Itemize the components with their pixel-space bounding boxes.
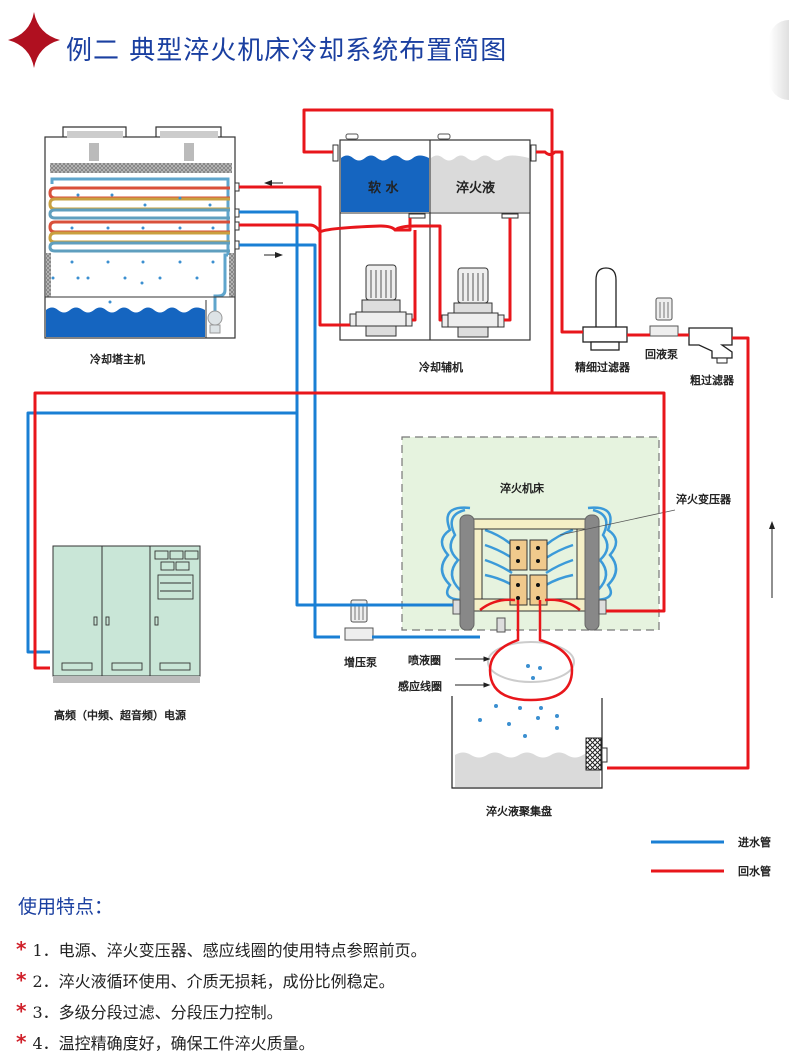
power-supply-cabinet [52, 545, 201, 683]
label-coarse-filter: 粗过滤器 [690, 373, 735, 387]
label-quench-machine: 淬火机床 [500, 481, 545, 495]
label-power-supply: 高频（中频、超音频）电源 [54, 708, 186, 722]
cooling-tower [44, 126, 240, 339]
fan-blade-icon [67, 131, 123, 138]
label-cooling-tower: 冷却塔主机 [90, 352, 145, 366]
label-booster-pump: 增压泵 [344, 655, 377, 669]
feature-item: *2．淬火液循环使用、介质无损耗，成份比例稳定。 [16, 968, 395, 992]
pump-icon [349, 264, 413, 337]
feature-item: *4．温控精确度好，确保工件淬火质量。 [16, 1030, 315, 1054]
page-edge-shadow [769, 20, 789, 100]
label-soft-water: 软 水 [368, 180, 400, 196]
legend-supply-label: 进水管 [738, 835, 771, 849]
label-induction-coil: 感应线圈 [398, 679, 442, 693]
legend: 进水管 回水管 [651, 835, 771, 878]
return-pipes [33, 108, 750, 770]
spray-ring [487, 641, 575, 683]
bullet-star-icon: * [16, 937, 27, 961]
label-spray-ring: 喷液圈 [408, 653, 441, 667]
left-core [459, 514, 475, 631]
fine-filter [582, 267, 628, 351]
header: 例二 典型淬火机床冷却系统布置简图 [0, 0, 789, 100]
legend-return-label: 回水管 [738, 864, 771, 878]
label-return-pump: 回液泵 [645, 347, 678, 361]
feature-item: *1．电源、淬火变压器、感应线圈的使用特点参照前页。 [16, 937, 427, 961]
features-title: 使用特点： [18, 896, 114, 918]
label-collection-tray: 淬火液聚集盘 [486, 804, 552, 818]
induction-coil [488, 600, 574, 702]
coarse-filter [688, 327, 733, 364]
label-aux-cooler: 冷却辅机 [419, 360, 463, 374]
bullet-star-icon: * [16, 999, 27, 1023]
quench-liquid-tank [431, 155, 529, 212]
quench-transformer [440, 506, 676, 633]
label-quench-transformer: 淬火变压器 [676, 492, 732, 506]
label-quench-liquid: 淬火液 [456, 180, 495, 196]
feature-item: *3．多级分段过滤、分段压力控制。 [16, 999, 283, 1023]
supply-pipes [26, 210, 480, 654]
cooling-system-diagram: 冷却塔主机 [26, 108, 775, 878]
aux-cooler [332, 133, 537, 341]
label-fine-filter: 精细过滤器 [575, 360, 631, 374]
pump-icon [441, 267, 505, 338]
soft-water-tank [341, 155, 429, 212]
page-title: 例二 典型淬火机床冷却系统布置简图 [66, 36, 508, 66]
bullet-star-icon: * [16, 1030, 27, 1054]
bullet-star-icon: * [16, 968, 27, 992]
return-pump [649, 297, 679, 337]
collection-tray [451, 664, 608, 789]
right-core [584, 514, 600, 631]
fan-blade-icon [160, 131, 218, 138]
diamond-star-icon [8, 12, 60, 68]
